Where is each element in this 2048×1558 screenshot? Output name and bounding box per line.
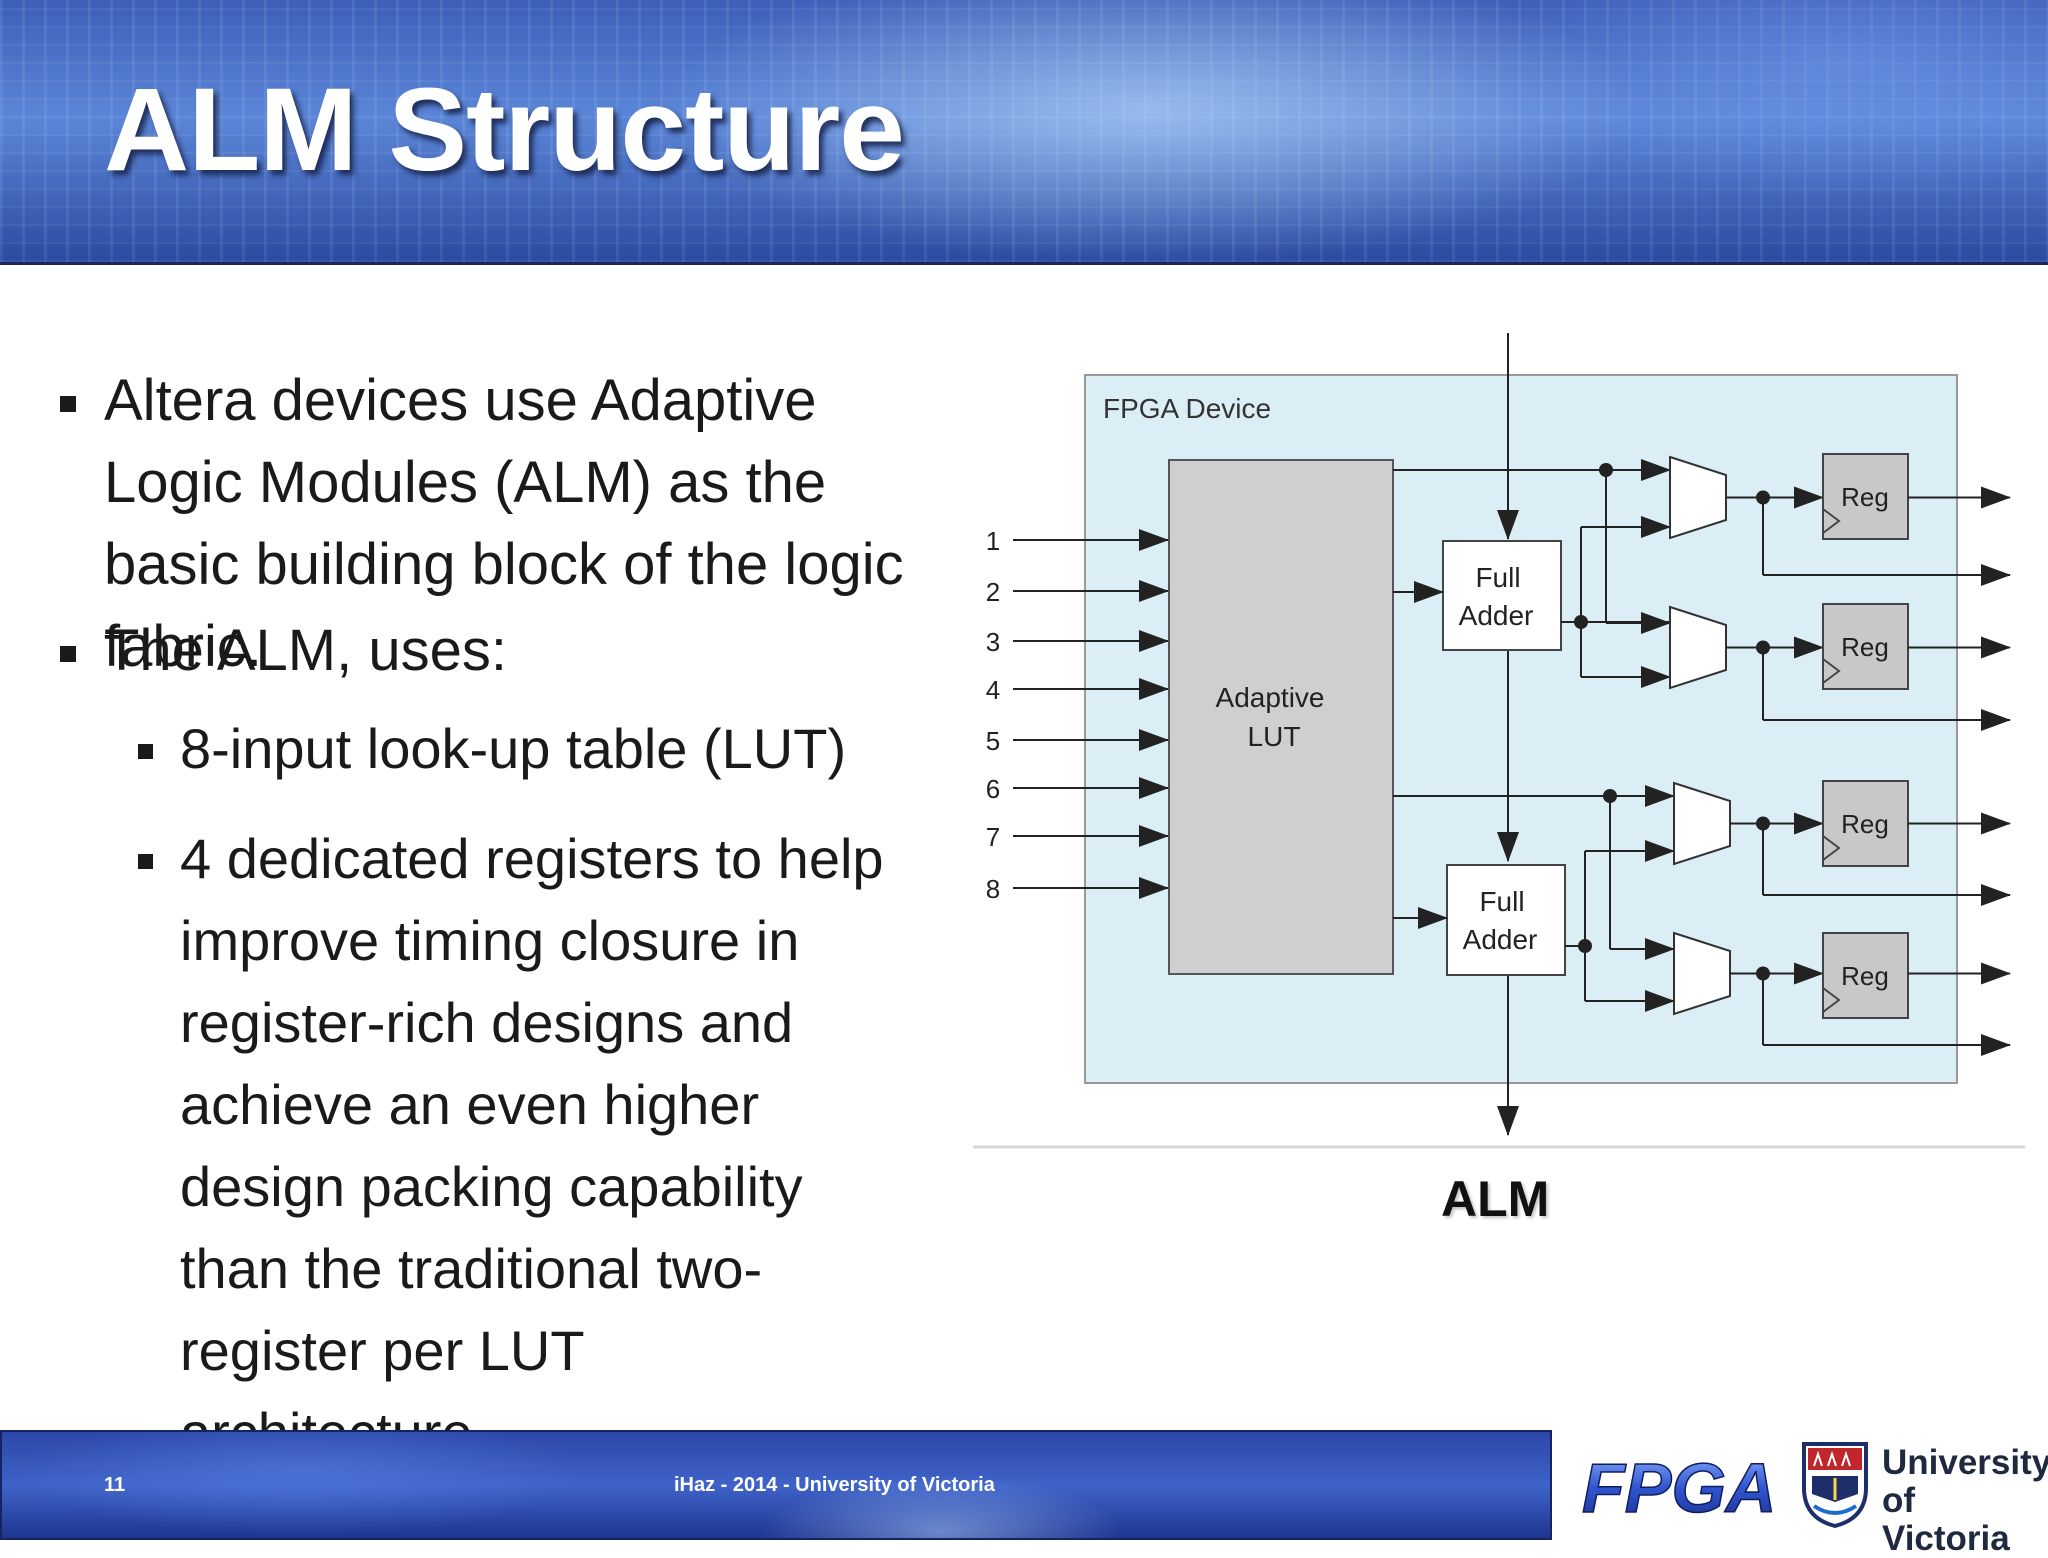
bullet-text: 4 dedicated registers to help improve ti… (180, 827, 884, 1464)
bullet-square-icon (60, 646, 76, 662)
mux-block (1669, 605, 1727, 690)
adder-bottom-line1: Full (1479, 886, 1524, 917)
bullet-text: The ALM, uses: (104, 618, 507, 683)
input-lines: 1 2 3 4 5 6 7 8 (986, 526, 1169, 904)
input-label: 1 (986, 526, 1000, 556)
clock-triangle-icon (1822, 658, 1841, 684)
full-adder-bottom (1446, 864, 1566, 976)
register-label: Reg (1841, 809, 1889, 839)
university-line1: University (1882, 1443, 2048, 1482)
university-logo-text: University of Victoria (1882, 1444, 2048, 1558)
sub-bullet-item: 4 dedicated registers to help improve ti… (138, 818, 900, 1474)
sub-bullet-item: 8-input look-up table (LUT) (138, 708, 900, 790)
register-block (1822, 603, 1909, 690)
full-adder-top (1442, 540, 1562, 651)
mux-block (1669, 455, 1727, 540)
fpga-logo-text: FPGA (1582, 1449, 1776, 1526)
input-label: 4 (986, 675, 1000, 705)
clock-triangle-icon (1822, 508, 1841, 534)
bullet-item: The ALM, uses: (60, 610, 944, 692)
page-number: 11 (104, 1474, 126, 1496)
input-label: 6 (986, 774, 1000, 804)
adder-top-line2: Adder (1459, 600, 1534, 631)
bullet-square-icon (138, 854, 153, 869)
device-label: FPGA Device (1103, 393, 1271, 424)
adder-top-line1: Full (1475, 562, 1520, 593)
bullet-text: Altera devices use Adaptive Logic Module… (104, 368, 904, 679)
input-label: 5 (986, 726, 1000, 756)
mux-block (1673, 781, 1731, 866)
header-banner: ALM Structure (0, 0, 2048, 265)
adaptive-lut-block (1168, 459, 1394, 975)
lut-label-line1: Adaptive (1216, 682, 1325, 713)
input-label: 7 (986, 822, 1000, 852)
bullet-square-icon (138, 744, 153, 759)
register-block (1822, 780, 1909, 867)
university-line2: of Victoria (1882, 1481, 2010, 1558)
university-crest-icon (1802, 1442, 1868, 1528)
input-label: 8 (986, 874, 1000, 904)
register-block (1822, 932, 1909, 1019)
diagram-caption: ALM (1441, 1171, 1550, 1227)
lut-label-line2: LUT (1248, 721, 1301, 752)
bullet-square-icon (60, 396, 76, 412)
alm-diagram: FPGA Device Adaptive LUT 1 2 3 4 5 6 7 8 Full A… (970, 325, 2030, 1155)
footer-text: iHaz - 2014 - University of Victoria (674, 1474, 995, 1496)
footer-bar: 11 iHaz - 2014 - University of Victoria (0, 1430, 1552, 1540)
bullet-text: 8-input look-up table (LUT) (180, 717, 847, 780)
mux-block (1673, 931, 1731, 1016)
input-label: 3 (986, 627, 1000, 657)
clock-triangle-icon (1822, 987, 1841, 1013)
adder-bottom-line2: Adder (1463, 924, 1538, 955)
fpga-logo: FPGA (1581, 1448, 1777, 1526)
register-label: Reg (1841, 482, 1889, 512)
bullet-item: Altera devices use Adaptive Logic Module… (60, 360, 944, 688)
register-label: Reg (1841, 632, 1889, 662)
slide-title: ALM Structure (104, 64, 905, 196)
register-label: Reg (1841, 961, 1889, 991)
input-label: 2 (986, 577, 1000, 607)
register-block (1822, 453, 1909, 540)
alm-diagram-svg: FPGA Device Adaptive LUT 1 2 3 4 5 6 7 8 Full A… (973, 325, 2028, 1149)
clock-triangle-icon (1822, 835, 1841, 861)
bullet-list: Altera devices use Adaptive Logic Module… (0, 262, 960, 1464)
